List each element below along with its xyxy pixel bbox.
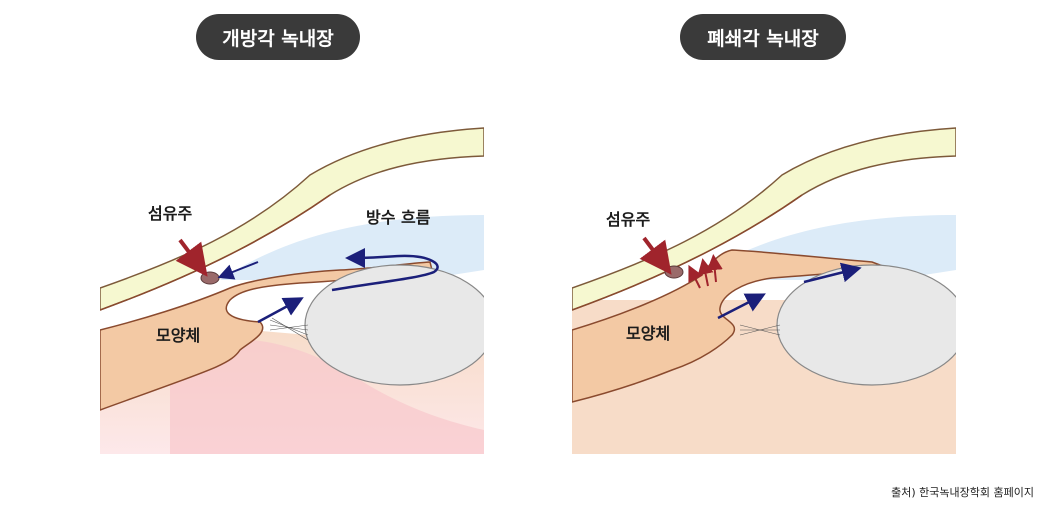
aqueous-flow-arrow — [331, 247, 439, 292]
trabecular-meshwork — [664, 265, 684, 279]
outflow-arrow — [217, 261, 259, 280]
trabecular-meshwork — [200, 271, 220, 285]
iris-ciliary — [100, 261, 433, 411]
open-angle-title: 개방각 녹내장 — [196, 14, 360, 60]
closed-angle-diagram: 섬유주 모양체 — [572, 120, 956, 454]
aqueous-flow-label: 방수 흐름 — [366, 208, 431, 227]
trabecular-label: 섬유주 — [606, 210, 651, 229]
trabecular-label: 섬유주 — [148, 204, 193, 223]
pressure-arrow-2 — [697, 258, 714, 287]
zonule-fibers — [269, 317, 309, 341]
choroid-region — [170, 338, 484, 454]
trabecular-pointer-arrow — [175, 238, 208, 277]
source-note: 출처) 한국녹내장학회 홈페이지 — [891, 486, 1034, 499]
closed-angle-title: 폐쇄각 녹내장 — [680, 14, 846, 60]
ciliary-body-label: 모양체 — [626, 324, 671, 343]
blocked-flow-arrow — [803, 262, 862, 284]
pressure-arrow-3 — [706, 254, 723, 283]
open-angle-illustration — [100, 120, 484, 454]
closed-angle-illustration — [572, 120, 956, 454]
lens — [776, 264, 956, 386]
zonule-fibers — [739, 324, 781, 336]
pressure-arrow-1 — [688, 264, 703, 289]
open-angle-diagram: 섬유주 모양체 방수 흐름 — [100, 120, 484, 454]
ciliary-flow-arrow — [717, 293, 766, 320]
trabecular-pointer-arrow — [639, 236, 672, 275]
lens — [304, 264, 484, 386]
ciliary-body-label: 모양체 — [156, 326, 201, 345]
ciliary-flow-arrow — [257, 297, 304, 324]
